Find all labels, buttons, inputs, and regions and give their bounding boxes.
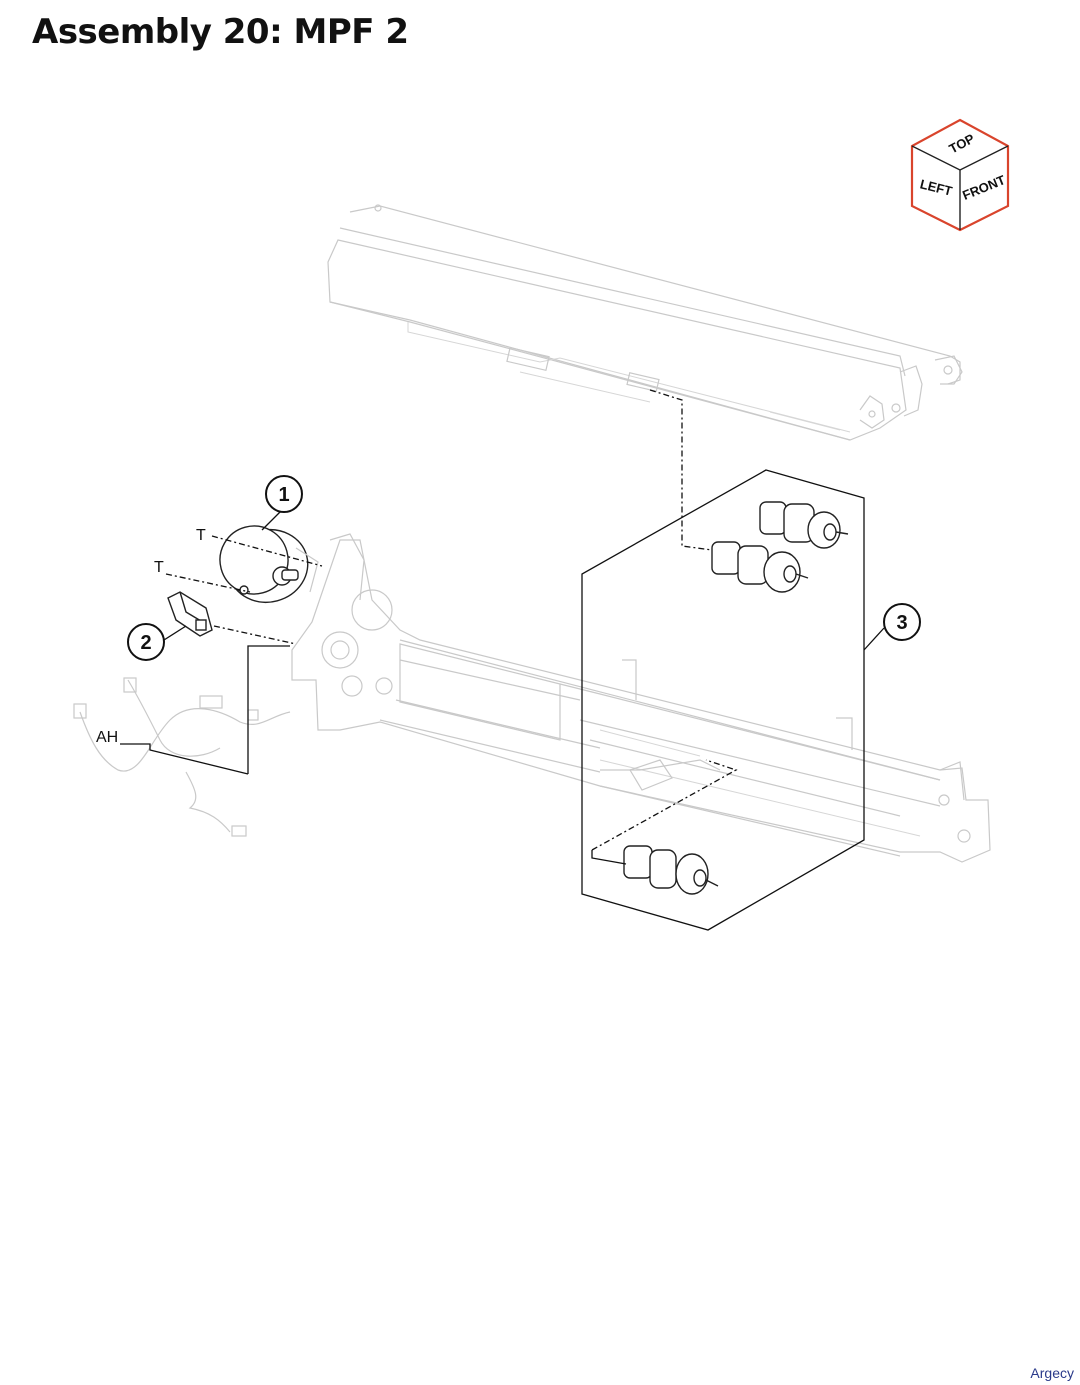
roller-c [623, 845, 719, 895]
part-2-sensor [167, 591, 213, 637]
callout-3-number: 3 [896, 612, 907, 634]
connector-label-t-upper: T [196, 527, 206, 544]
wire-harness-ah [73, 677, 291, 837]
watermark: Argecy [1030, 1365, 1074, 1381]
roller-b [711, 541, 809, 593]
part-1-motor [219, 525, 319, 603]
callout-3-circle [883, 603, 921, 641]
page-title: Assembly 20: MPF 2 [32, 12, 409, 52]
orientation-cube: TOP LEFT FRONT [910, 118, 1010, 232]
part-3-roller-kit [581, 469, 865, 931]
callout-2-number: 2 [140, 632, 151, 654]
callout-1-number: 1 [278, 484, 289, 506]
leader-lines [120, 389, 885, 865]
callout-1: 1 [265, 475, 303, 513]
mpf-lower-frame [291, 533, 991, 863]
connector-label-ah: AH [96, 729, 118, 746]
roller-kit-boundary [581, 469, 865, 931]
callout-3: 3 [883, 603, 921, 641]
connector-label-t-lower: T [154, 559, 164, 576]
callout-2-circle [127, 623, 165, 661]
roller-a [759, 501, 849, 549]
mpf-upper-cover [327, 204, 963, 441]
callout-2: 2 [127, 623, 165, 661]
callout-1-circle [265, 475, 303, 513]
